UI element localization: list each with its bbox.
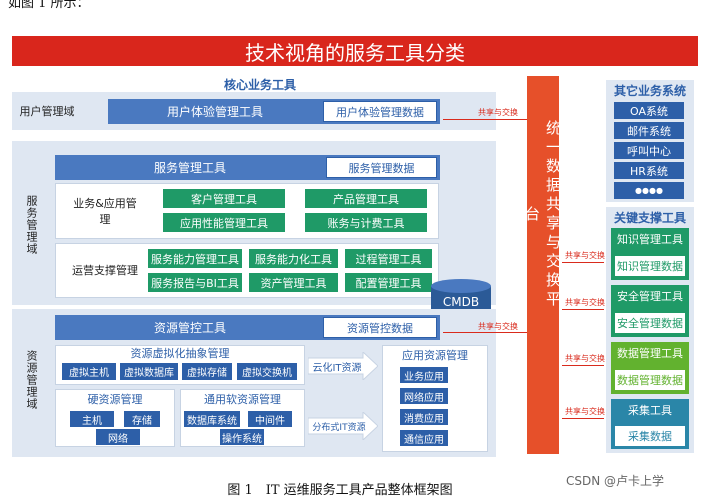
diagram-title: 技术视角的服务工具分类 [12,36,698,66]
config-mgmt-tool: 配置管理工具 [345,273,432,292]
app-resource-title: 应用资源管理 [402,349,468,362]
communication-app: 通信应用 [400,430,448,446]
network: 网络 [96,429,140,445]
billing-tool: 账务与计费工具 [305,213,427,232]
share-arrow-right-2 [562,309,604,310]
resource-tool-label: 资源管控工具 [153,321,226,335]
virtual-database: 虚拟数据库 [120,363,178,380]
share-label-right-2: 共享与交换 [565,298,605,307]
host: 主机 [70,411,114,427]
user-experience-tool-label: 用户体验管理工具 [166,105,263,119]
share-label-right-4: 共享与交换 [565,407,605,416]
software-title: 通用软资源管理 [204,393,281,406]
share-label-right-3: 共享与交换 [565,354,605,363]
operating-system: 操作系统 [220,429,264,445]
business-app: 业务应用 [400,367,448,383]
middleware: 中间件 [248,411,292,427]
mail-system: 邮件系统 [614,122,684,139]
user-experience-data-box: 用户体验管理数据 [323,101,437,122]
share-label-right-1: 共享与交换 [565,251,605,260]
consumer-app: 消费应用 [400,409,448,425]
asset-mgmt-tool: 资产管理工具 [249,273,338,292]
distributed-arrow: 分布式IT资源 [308,412,378,440]
customer-mgmt-tool: 客户管理工具 [163,189,285,208]
collection-tool: 采集工具 [628,404,672,417]
service-domain-label: 服务管理域 [25,195,38,255]
biz-app-label: 业务&应用管理 [73,197,137,226]
resource-domain-label: 资源管理域 [25,350,38,410]
figure-caption: 图 1 IT 运维服务工具产品整体框架图 [227,482,453,498]
virtual-storage: 虚拟存储 [182,363,232,380]
share-label-resource: 共享与交换 [478,322,518,331]
core-business-title: 核心业务工具 [223,77,296,92]
hardware-title: 硬资源管理 [87,393,143,406]
share-arrow-user [443,117,527,121]
more-systems: ●●●● [614,182,684,199]
storage: 存储 [124,411,160,427]
call-center: 呼叫中心 [614,142,684,159]
data-mgmt-data: 数据管理数据 [615,370,685,390]
knowledge-tool: 知识管理工具 [617,233,683,246]
service-data-box: 服务管理数据 [326,157,437,178]
header-partial-text: 如图 1 所示： [8,0,90,11]
key-tools-title: 关键支撑工具 [613,210,686,225]
process-mgmt-tool: 过程管理工具 [345,249,432,268]
collection-data: 采集数据 [615,426,685,446]
csdn-watermark: CSDN @卢卡上学 [566,474,665,488]
oa-system: OA系统 [614,102,684,119]
share-arrow-right-4 [562,418,604,419]
report-bi-tool: 服务报告与BI工具 [148,273,242,292]
security-data: 安全管理数据 [615,313,685,333]
share-label-user: 共享与交换 [478,108,518,117]
center-platform-label: 统一数据共享与交换平台 [523,120,562,310]
network-app: 网络应用 [400,388,448,404]
capability-mgmt-tool: 服务能力管理工具 [148,249,242,268]
virtual-switch: 虚拟交换机 [237,363,297,380]
knowledge-data: 知识管理数据 [615,256,685,276]
data-mgmt-tool: 数据管理工具 [617,347,683,360]
ops-support-label: 运营支撑管理 [72,264,138,277]
share-arrow-resource [443,330,527,334]
service-tool-label: 服务管理工具 [153,161,226,175]
other-systems-title: 其它业务系统 [613,83,686,98]
product-mgmt-tool: 产品管理工具 [305,189,427,208]
cmdb-label: CMDB [442,295,480,309]
share-arrow-right-1 [562,262,604,263]
virtualization-title: 资源虚拟化抽象管理 [130,347,230,360]
distributed-it-resource-label: 分布式IT资源 [312,422,366,433]
resource-data-box: 资源管控数据 [323,317,437,338]
center-platform [527,76,559,454]
app-performance-tool: 应用性能管理工具 [163,213,285,232]
hr-system: HR系统 [614,162,684,179]
capability-tool: 服务能力化工具 [249,249,338,268]
cloud-it-resource-label: 云化IT资源 [312,362,362,374]
share-arrow-right-3 [562,365,604,366]
user-domain-label: 用户管理域 [19,105,75,118]
database-system: 数据库系统 [184,411,240,427]
other-systems-panel [606,80,694,202]
virtual-host: 虚拟主机 [62,363,116,380]
security-tool: 安全管理工具 [617,290,683,303]
cloud-arrow: 云化IT资源 [308,352,378,380]
